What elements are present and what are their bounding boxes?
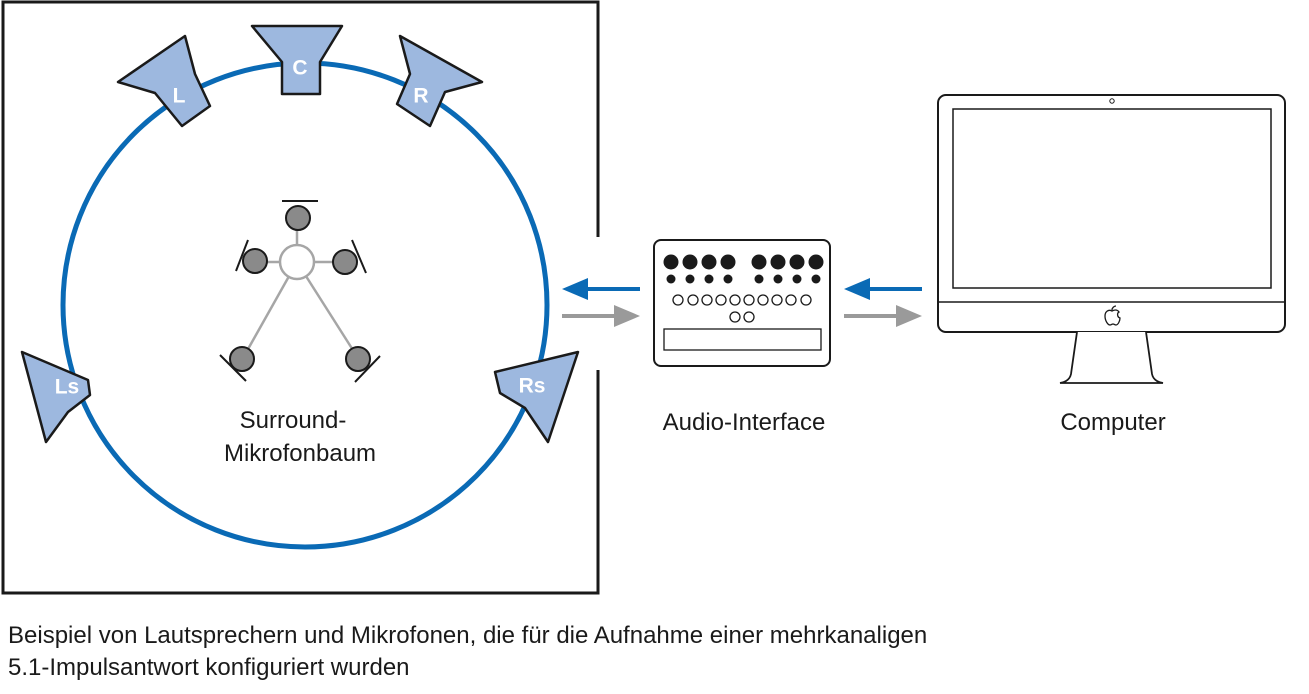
- surround-recording-diagram: C L R Ls Rs: [1, 0, 1286, 595]
- return-arrow-head: [562, 278, 588, 300]
- mic-tree-label-line2: Mikrofonbaum: [224, 440, 376, 467]
- audio-interface: Audio-Interface: [653, 239, 831, 436]
- room-outline: [1, 0, 600, 595]
- signal-arrows-room-interface: [562, 278, 640, 327]
- surround-mic-tree: Surround- Mikrofonbaum: [219, 200, 381, 467]
- speaker-center-label: C: [292, 57, 307, 80]
- mic-left-surround: [229, 346, 255, 372]
- computer: Computer: [937, 94, 1286, 436]
- signal-arrows-interface-computer: [844, 278, 922, 327]
- speaker-left-label: L: [173, 85, 186, 108]
- speaker-right-surround-label: Rs: [519, 375, 546, 398]
- mic-right: [332, 249, 358, 275]
- speaker-right: R: [395, 34, 484, 128]
- speaker-left-surround: Ls: [20, 350, 92, 444]
- camera-icon: [1109, 98, 1115, 104]
- apple-logo-icon: [1104, 305, 1121, 326]
- caption-line-1: Beispiel von Lautsprechern und Mikrofone…: [8, 622, 928, 649]
- speaker-left: L: [116, 34, 212, 128]
- computer-label: Computer: [1060, 409, 1165, 436]
- return-arrow-head-2: [844, 278, 870, 300]
- speaker-center: C: [250, 24, 344, 96]
- computer-stand: [1059, 331, 1164, 384]
- mic-right-surround: [345, 346, 371, 372]
- mic-center: [285, 205, 311, 231]
- send-arrow-head: [614, 305, 640, 327]
- mic-tree-label-line1: Surround-: [240, 407, 347, 434]
- computer-screen: [952, 108, 1272, 289]
- audio-interface-label: Audio-Interface: [663, 409, 826, 436]
- send-arrow-head-2: [896, 305, 922, 327]
- figure-caption: Beispiel von Lautsprechern und Mikrofone…: [8, 620, 1298, 684]
- caption-line-2: 5.1-Impulsantwort konfiguriert wurden: [8, 654, 410, 681]
- speaker-left-surround-label: Ls: [55, 376, 80, 399]
- speaker-right-label: R: [413, 85, 428, 108]
- mic-left: [242, 248, 268, 274]
- speaker-ring: [60, 60, 550, 550]
- speaker-right-surround: Rs: [493, 350, 580, 444]
